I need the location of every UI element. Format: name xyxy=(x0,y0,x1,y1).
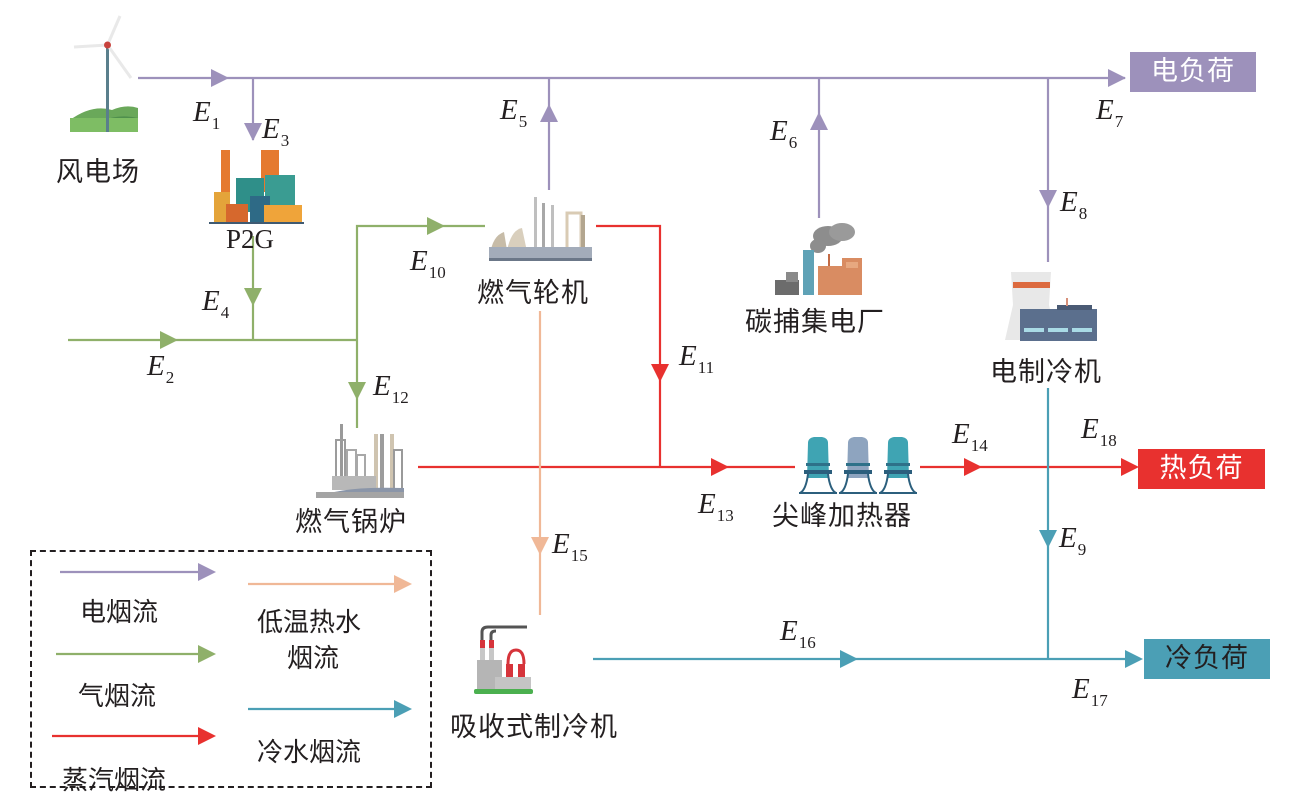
p2g-label: P2G xyxy=(226,224,275,254)
flow-label-e18: E18 xyxy=(1081,413,1117,450)
cooling-load-label: 冷负荷 xyxy=(1165,643,1249,674)
gas-turbine-plant-icon xyxy=(489,197,592,261)
electric-chiller-icon xyxy=(1005,272,1097,341)
legend-arrow-electric-arrowhead xyxy=(198,563,216,581)
p2g-plant-icon xyxy=(209,150,304,224)
arrow-e9 xyxy=(1039,530,1057,548)
legend-arrow-chilled-water-arrowhead xyxy=(394,700,412,718)
flow-lines xyxy=(68,69,1143,668)
arrow-e13 xyxy=(711,458,729,476)
arrow-e8 xyxy=(1039,190,1057,208)
legend-label-low-temp-hot-water-line2: 烟流 xyxy=(287,644,340,674)
peak-heater-tanks-icon xyxy=(799,437,917,494)
legend: 电烟流 低温热水 烟流 气烟流 冷水烟流 蒸汽烟流 xyxy=(30,550,432,796)
arrow-e10 xyxy=(427,217,445,235)
flow-label-e7: E7 xyxy=(1096,94,1124,131)
legend-label-electric: 电烟流 xyxy=(80,598,159,628)
arrow-e16 xyxy=(840,650,858,668)
flow-label-e8: E8 xyxy=(1060,186,1088,223)
legend-label-gas: 气烟流 xyxy=(78,682,157,712)
flow-label-e12: E12 xyxy=(373,370,409,407)
flow-label-e3: E3 xyxy=(262,113,290,150)
flow-label-e10: E10 xyxy=(410,245,446,282)
flow-label-e2: E2 xyxy=(147,350,175,387)
flow-label-e1: E1 xyxy=(193,96,221,133)
heat-load-box: 热负荷 xyxy=(1138,449,1265,489)
arrow-e14 xyxy=(964,458,982,476)
arrow-e18 xyxy=(1121,458,1139,476)
peak-heater-label: 尖峰加热器 xyxy=(772,501,912,532)
flow-label-e15: E15 xyxy=(552,528,588,565)
flow-label-e17: E17 xyxy=(1072,673,1108,710)
legend-arrow-low-temp-hot-water-arrowhead xyxy=(394,575,412,593)
cooling-load-box: 冷负荷 xyxy=(1144,639,1270,679)
arrow-e6 xyxy=(810,112,828,130)
wind-farm-label: 风电场 xyxy=(56,157,140,188)
electric-chiller-label: 电制冷机 xyxy=(990,357,1102,388)
legend-label-chilled-water: 冷水烟流 xyxy=(257,738,362,768)
arrow-e1 xyxy=(211,69,229,87)
legend-label-low-temp-hot-water-line1: 低温热水 xyxy=(257,608,362,638)
arrow-e17 xyxy=(1125,650,1143,668)
gas-turbine-label: 燃气轮机 xyxy=(477,278,589,309)
arrow-e4 xyxy=(244,288,262,306)
arrow-e11 xyxy=(651,364,669,382)
arrow-e3 xyxy=(244,123,262,141)
flow-label-e5: E5 xyxy=(500,94,528,131)
absorption-chiller-label: 吸收式制冷机 xyxy=(450,712,618,743)
electric-load-box: 电负荷 xyxy=(1130,52,1256,92)
flow-line-e11 xyxy=(596,224,662,467)
legend-arrow-steam-arrowhead xyxy=(198,727,216,745)
arrow-e12 xyxy=(348,382,366,400)
flow-line-e10 xyxy=(355,224,485,340)
flow-label-e16: E16 xyxy=(780,615,816,652)
electric-load-label: 电负荷 xyxy=(1151,56,1235,87)
flow-label-e11: E11 xyxy=(679,340,715,377)
arrow-e7 xyxy=(1108,69,1126,87)
arrow-e15 xyxy=(531,537,549,555)
carbon-capture-plant-icon xyxy=(775,223,862,295)
carbon-capture-plant-label: 碳捕集电厂 xyxy=(745,307,885,338)
arrow-e2 xyxy=(160,331,178,349)
flow-label-e9: E9 xyxy=(1059,522,1087,559)
legend-arrow-gas-arrowhead xyxy=(198,645,216,663)
flow-label-e14: E14 xyxy=(952,418,988,455)
legend-label-steam: 蒸汽烟流 xyxy=(62,766,167,796)
arrow-e5 xyxy=(540,104,558,122)
gas-boiler-icon xyxy=(316,424,404,498)
flow-label-e6: E6 xyxy=(770,115,798,152)
heat-load-label: 热负荷 xyxy=(1159,453,1244,484)
flow-label-e4: E4 xyxy=(202,285,230,322)
legend-arrows xyxy=(52,563,412,745)
component-icons xyxy=(70,15,1097,694)
gas-boiler-label: 燃气锅炉 xyxy=(295,507,407,538)
wind-turbine-icon xyxy=(70,15,138,132)
flow-label-e13: E13 xyxy=(698,488,734,525)
absorption-chiller-icon xyxy=(474,625,533,694)
